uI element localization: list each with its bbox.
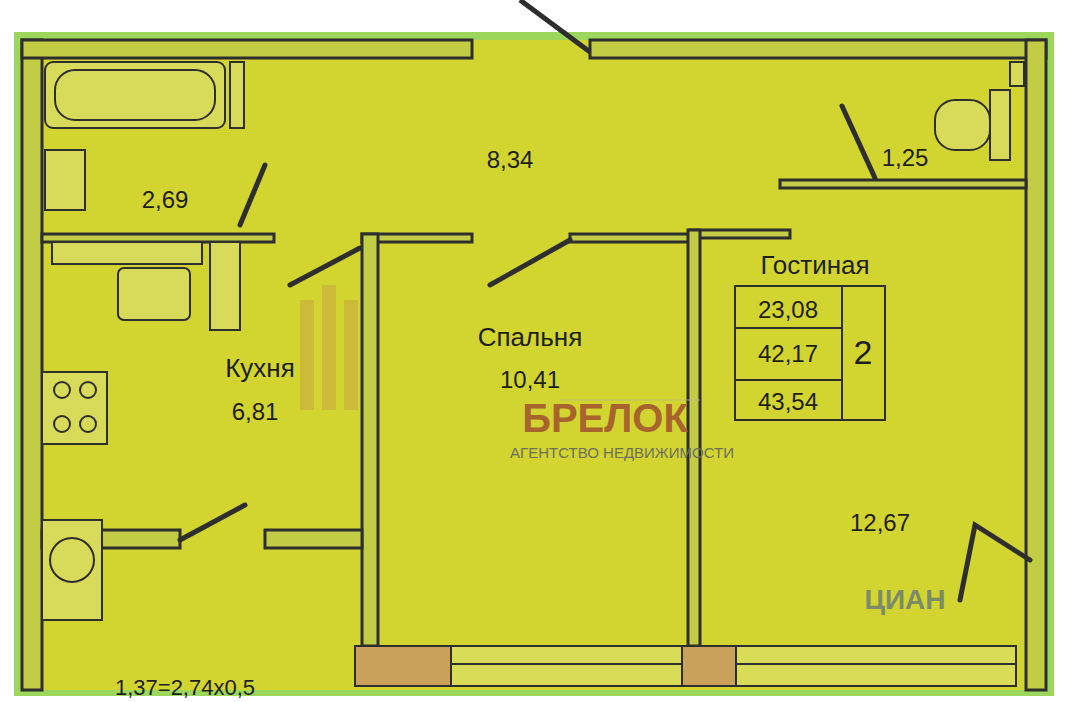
wall <box>22 40 42 690</box>
area-label: 2 <box>854 335 873 369</box>
pier <box>355 646 451 686</box>
logo-bar <box>344 300 358 410</box>
bath-side <box>230 62 244 128</box>
room-area: 10,41 <box>500 368 560 392</box>
floor <box>22 40 1046 690</box>
area-label: 43,54 <box>758 390 818 414</box>
door-leaf <box>842 106 875 178</box>
glass <box>451 663 682 665</box>
wall <box>265 530 362 548</box>
glass <box>736 663 1016 665</box>
door-leaf <box>520 0 590 52</box>
area-label: 23,08 <box>758 298 818 322</box>
door-leaf <box>290 248 360 285</box>
table-line <box>841 286 843 420</box>
logo-bar <box>322 285 336 410</box>
fixtures <box>42 62 1024 620</box>
wall <box>690 230 790 238</box>
burner <box>54 382 70 398</box>
wall <box>22 40 472 58</box>
room-area: 1,25 <box>882 146 929 170</box>
room-name: Гостиная <box>760 252 869 278</box>
windows <box>355 646 1016 686</box>
walls <box>22 40 1046 690</box>
door-leaf <box>180 505 245 540</box>
wall <box>570 234 690 242</box>
room-name: Спальня <box>478 324 582 350</box>
room-area: 2,69 <box>142 188 189 212</box>
door-leaf <box>960 525 1030 600</box>
pier <box>682 646 736 686</box>
counter <box>52 242 202 264</box>
burner <box>54 416 70 432</box>
doors <box>180 106 1030 600</box>
outer-glow <box>14 32 1054 696</box>
logo-bar <box>300 300 314 410</box>
riser <box>1010 62 1024 86</box>
table-line <box>735 379 842 381</box>
washer-drum <box>50 538 94 582</box>
sink <box>118 268 190 320</box>
wall <box>362 234 378 646</box>
table-frame <box>735 286 885 420</box>
toilet <box>935 100 990 150</box>
room: 2,69 <box>42 58 274 234</box>
door-leaf <box>490 240 570 285</box>
boiler <box>42 520 102 620</box>
bathtub-inner <box>55 70 215 120</box>
burner <box>80 416 96 432</box>
room-area: 12,67 <box>850 511 910 535</box>
room: 1,25 <box>880 58 1026 180</box>
window <box>736 646 1016 686</box>
room: 8,34 <box>275 58 780 234</box>
tank <box>990 90 1010 160</box>
area-label: 1,37=2,74x0,5 <box>115 677 255 699</box>
room: Гостиная 12,67 <box>700 188 1026 646</box>
wall <box>1026 40 1046 690</box>
watermark: АГЕНТСТВО НЕДВИЖИМОСТИ <box>510 445 734 460</box>
door-leaf <box>240 165 265 225</box>
room: Кухня 6,81 <box>42 242 362 530</box>
cabinet <box>210 242 240 330</box>
room-area: 8,34 <box>487 148 534 172</box>
washer <box>45 150 85 210</box>
window <box>451 646 682 686</box>
watermark-logo <box>300 285 358 410</box>
wall <box>780 180 1026 188</box>
area-table <box>735 286 885 420</box>
area-label: 42,17 <box>758 342 818 366</box>
bathtub <box>45 62 225 128</box>
room-name: Кухня <box>225 355 295 381</box>
wall <box>42 234 274 242</box>
burner <box>80 382 96 398</box>
wall <box>688 230 700 646</box>
watermark: ЦИАН <box>864 586 945 614</box>
table-line <box>735 327 842 329</box>
stove <box>42 372 107 444</box>
watermark: БРЕЛОК <box>522 398 688 438</box>
wall <box>590 40 1046 58</box>
room-area: 6,81 <box>232 400 279 424</box>
